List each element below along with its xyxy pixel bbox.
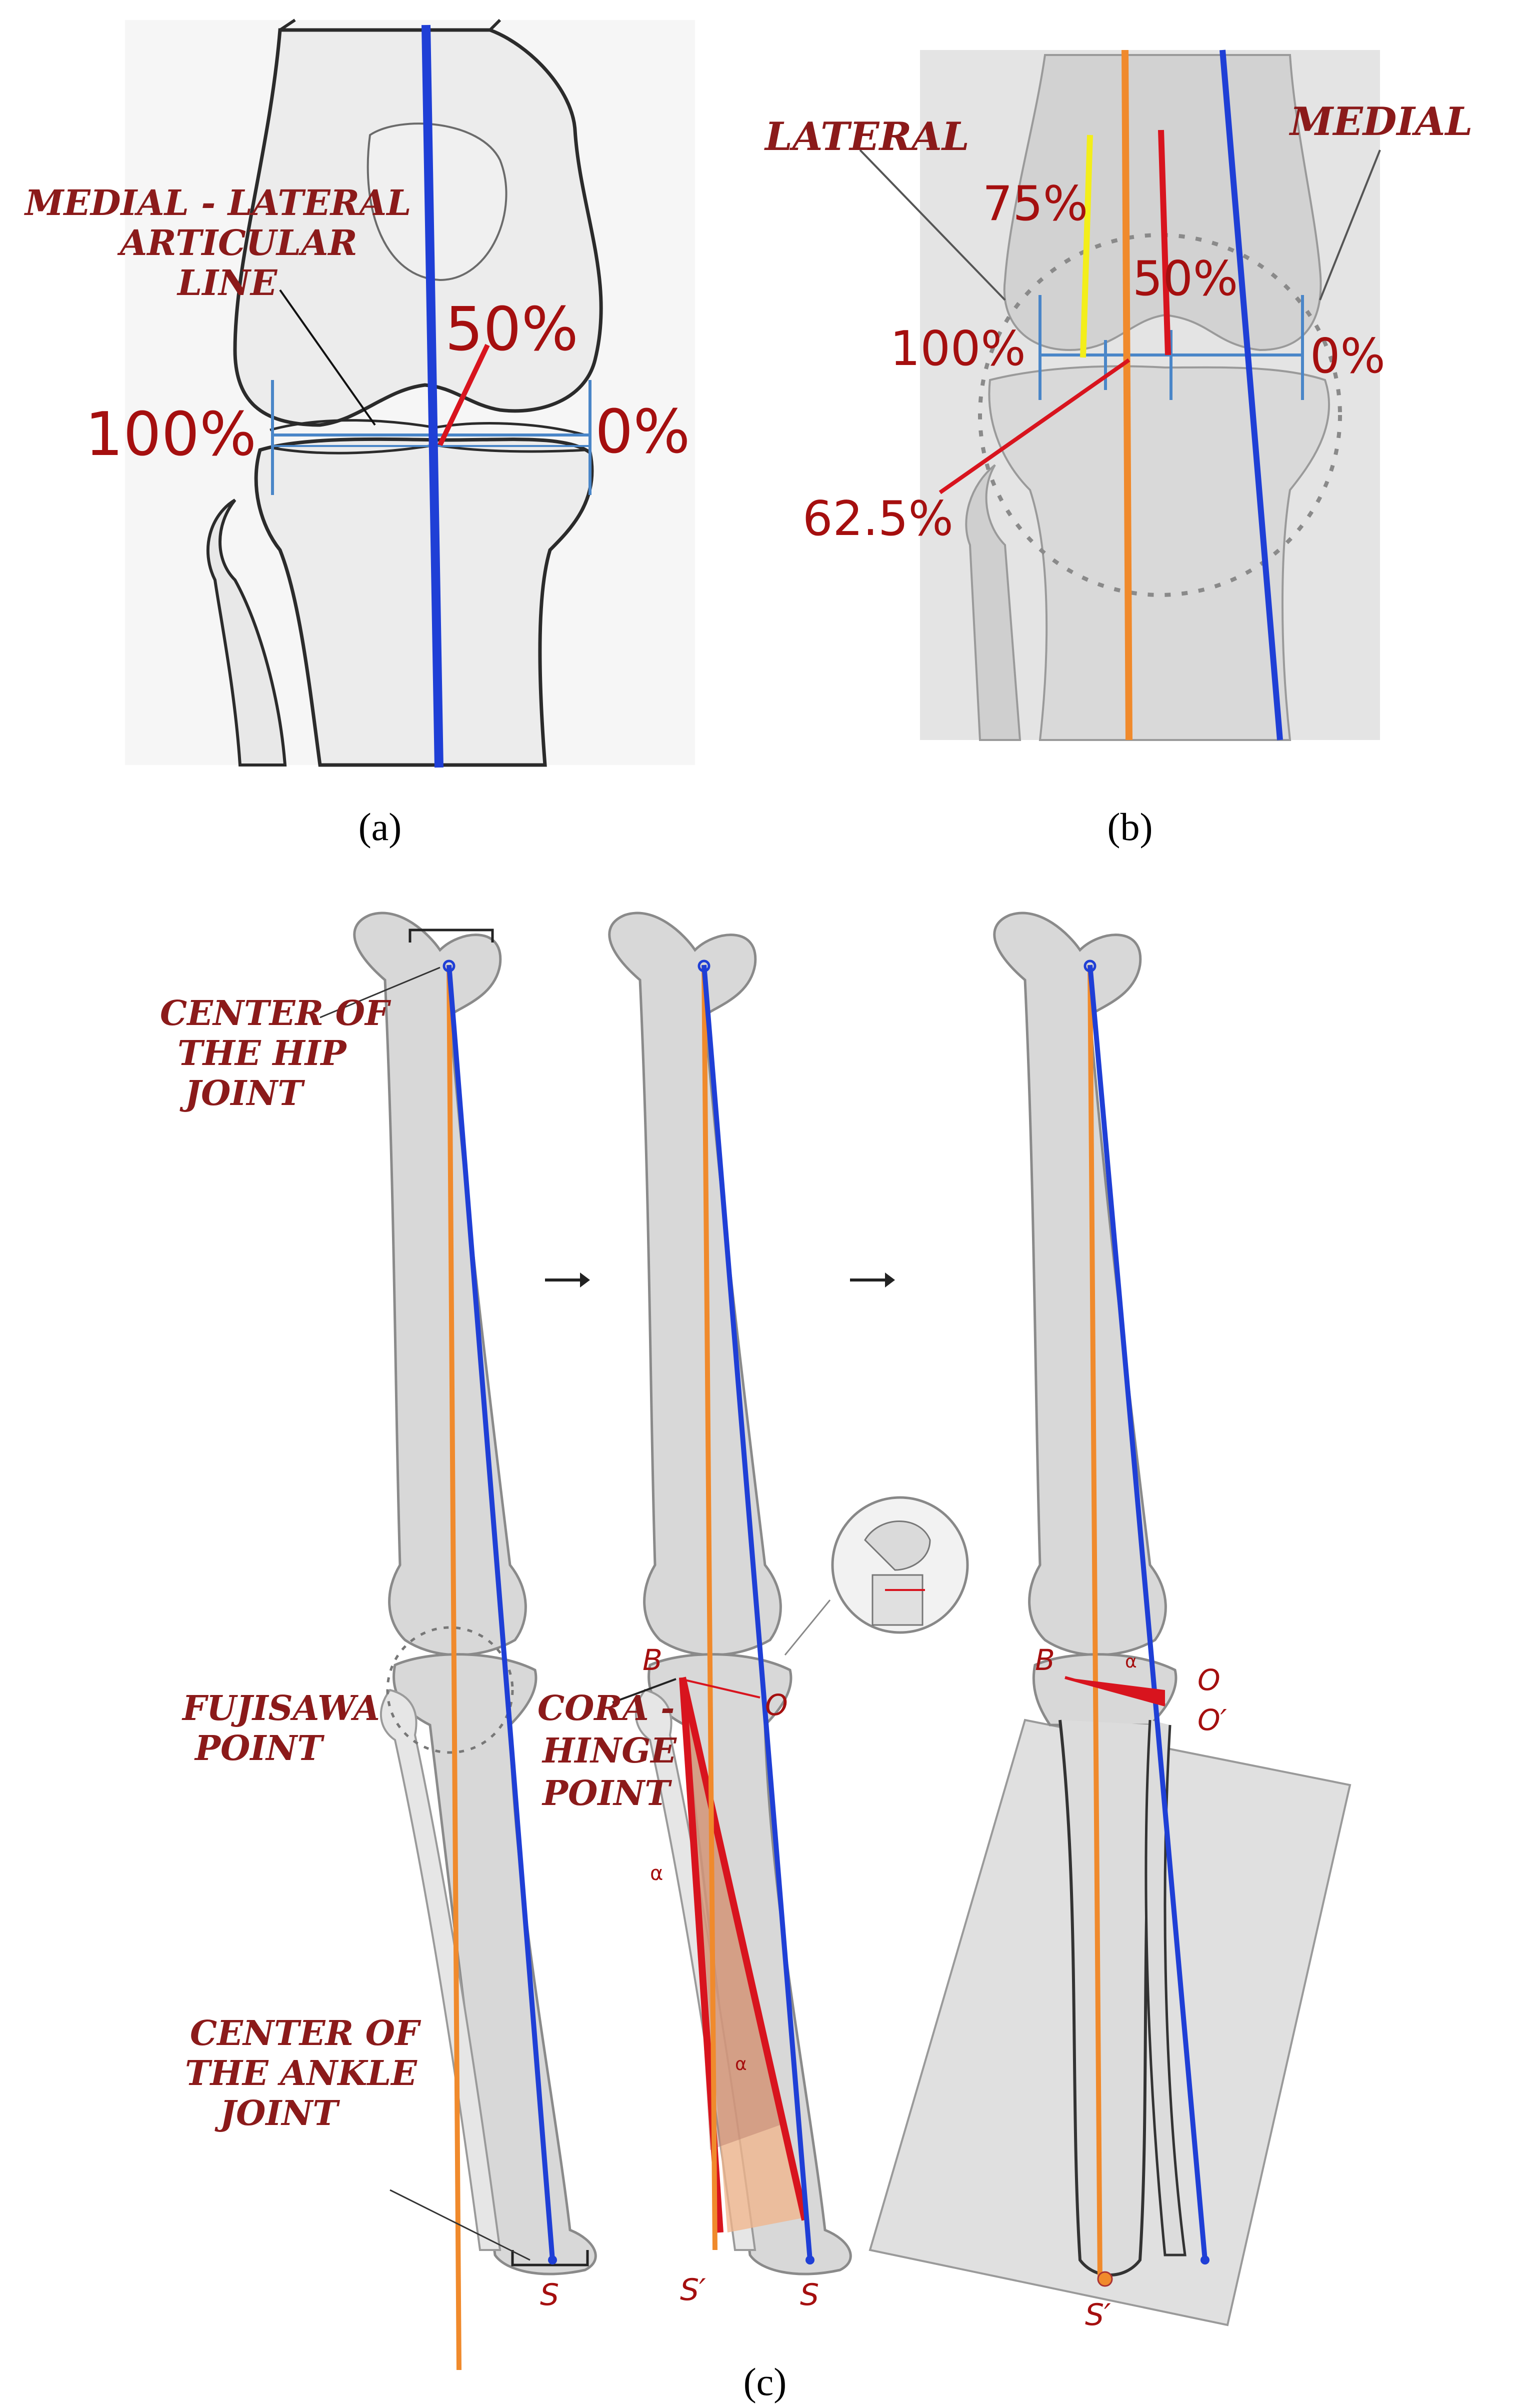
- hip-center-marker-3: [1084, 960, 1096, 972]
- hinge-o-line-2: [684, 1679, 760, 1698]
- pointer-625-b: [938, 358, 1130, 494]
- marker-75-b: [1080, 134, 1093, 358]
- leg-2: B O α α CORA - HINGE POINT S′ S: [538, 912, 969, 2312]
- pct-100-b: 100%: [890, 322, 1026, 376]
- inset-leader: [784, 1600, 831, 1656]
- label-o-2: O: [765, 1688, 788, 1722]
- target-axis-leg3: [1088, 964, 1102, 2280]
- panel-b: LATERAL MEDIAL 75% 50% 100% 0% 62.5% (b): [764, 50, 1472, 848]
- label-cora-1: CORA -: [538, 1688, 675, 1728]
- leader-articular-a: [279, 289, 376, 426]
- label-s-prime-3: S′: [1085, 2298, 1111, 2332]
- arrow-1-head: [580, 1272, 590, 1288]
- label-fujisawa-2: POINT: [194, 1728, 324, 1768]
- femur-3: [993, 912, 1167, 1656]
- label-hip-1: CENTER OF: [160, 994, 392, 1034]
- label-lateral: LATERAL: [764, 114, 970, 160]
- inset-condyle: [864, 1520, 931, 1571]
- label-cora-2: HINGE: [542, 1731, 677, 1771]
- patella-a: [366, 122, 508, 282]
- panel-c: CENTER OF THE HIP JOINT FUJISAWA POINT C…: [160, 912, 1352, 2404]
- articular-scale-b: [1038, 295, 1304, 400]
- label-o-3: O: [1198, 1663, 1220, 1697]
- label-s-1: S: [540, 2278, 559, 2312]
- hip-bracket-1: [408, 928, 494, 942]
- caption-a: (a): [358, 805, 402, 848]
- arrow-2-head: [885, 1272, 895, 1288]
- label-line: LINE: [176, 262, 278, 304]
- label-s-prime-2: S′: [680, 2272, 706, 2308]
- label-ankle-3: JOINT: [214, 2094, 340, 2134]
- target-axis-leg1: [446, 964, 462, 2370]
- label-fujisawa-1: FUJISAWA: [182, 1688, 380, 1728]
- label-hip-2: THE HIP: [178, 1034, 347, 1074]
- hip-center-marker-1: [442, 960, 456, 972]
- leg-3: B α O O′ S′: [868, 912, 1352, 2332]
- femur-2: [608, 912, 782, 1656]
- ankle-center-marker-2: [806, 2256, 814, 2264]
- leg-1: CENTER OF THE HIP JOINT FUJISAWA POINT C…: [160, 912, 597, 2370]
- leader-lateral-b: [859, 149, 1006, 301]
- mechanical-axis-leg2: [702, 964, 812, 2260]
- fibula-b: [965, 464, 1022, 741]
- mechanical-axis-leg3: [1088, 964, 1208, 2260]
- leader-cora: [612, 1678, 676, 1704]
- label-o-prime-3: O′: [1198, 1703, 1227, 1737]
- label-medial: MEDIAL: [1288, 99, 1472, 144]
- ankle-center-new-3: [1097, 2271, 1113, 2287]
- fujisawa-circle-b: [978, 233, 1342, 597]
- label-medial-lateral: MEDIAL - LATERAL: [24, 182, 411, 224]
- panel-a: MEDIAL - LATERAL ARTICULAR LINE 50% 100%…: [24, 18, 695, 848]
- tibia-b: [988, 365, 1330, 741]
- pointer-50-a: [438, 344, 490, 446]
- marker-50-b: [1158, 130, 1171, 356]
- pct-0-a: 0%: [595, 398, 690, 467]
- mechanical-axis-a: [422, 24, 444, 768]
- label-alpha-2b: α: [735, 2054, 747, 2074]
- ankle-bracket-1: [511, 2250, 589, 2266]
- target-axis-leg2: [702, 964, 718, 2250]
- label-b-3: B: [1035, 1643, 1055, 1677]
- hip-center-marker-2: [698, 960, 710, 972]
- leader-hip: [320, 966, 440, 1018]
- label-alpha-3: α: [1125, 1652, 1137, 1672]
- pct-75-b: 75%: [982, 176, 1088, 232]
- fibula-1: [380, 1688, 502, 2251]
- label-s-2: S: [800, 2278, 819, 2312]
- femur-shaft-edge-a: [279, 18, 502, 32]
- osteotomy-line-s-2: [679, 1676, 808, 2221]
- fujisawa-circle-1: [386, 1626, 514, 1754]
- target-axis-b: [1122, 50, 1132, 740]
- pct-0-b: 0%: [1310, 329, 1386, 384]
- label-articular: ARTICULAR: [117, 222, 358, 264]
- step-arrows: [545, 1272, 895, 1288]
- leader-ankle: [390, 2189, 530, 2261]
- caption-b: (b): [1108, 805, 1153, 848]
- ankle-center-marker-1: [548, 2256, 557, 2264]
- fibula-outline-3: [1144, 1720, 1186, 2256]
- inset-tibia: [872, 1574, 924, 1626]
- label-b-2: B: [642, 1643, 662, 1677]
- label-ankle-2: THE ANKLE: [185, 2054, 418, 2094]
- osteotomy-line-3: [1064, 1676, 1166, 1706]
- ankle-center-marker-3: [1200, 2256, 1210, 2264]
- mechanical-axis-b: [1220, 50, 1283, 740]
- label-cora-3: POINT: [542, 1774, 672, 1814]
- tibia-plateau-a: [254, 437, 594, 767]
- pct-100-a: 100%: [85, 400, 256, 470]
- label-ankle-1: CENTER OF: [190, 2014, 422, 2054]
- pct-50-a: 50%: [445, 295, 578, 364]
- tibia-1: [392, 1653, 597, 2276]
- mechanical-axis-leg1: [446, 964, 555, 2260]
- label-hip-3: JOINT: [180, 1074, 305, 1114]
- pct-50-b: 50%: [1132, 252, 1238, 306]
- fibula-a: [206, 498, 287, 766]
- leader-medial-b: [1319, 150, 1381, 300]
- femur-1: [353, 912, 527, 1656]
- caption-c: (c): [744, 2360, 787, 2404]
- pct-625-b: 62.5%: [802, 492, 954, 546]
- label-alpha-2: α: [650, 1862, 663, 1885]
